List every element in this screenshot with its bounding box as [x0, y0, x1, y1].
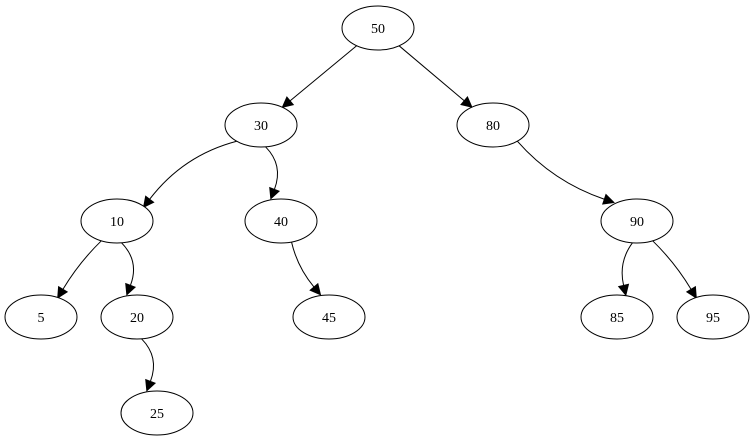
tree-edge — [398, 45, 465, 102]
tree-node-40: 40 — [244, 198, 318, 244]
tree-edge — [516, 140, 605, 200]
tree-node-25: 25 — [120, 390, 194, 436]
arrowhead-icon — [309, 282, 322, 296]
arrowhead-icon — [269, 186, 281, 200]
edges-layer — [57, 45, 697, 392]
tree-edge — [265, 146, 279, 190]
node-label: 90 — [630, 215, 644, 230]
tree-node-45: 45 — [292, 294, 366, 340]
tree-node-20: 20 — [100, 294, 174, 340]
tree-node-90: 90 — [600, 198, 674, 244]
arrowhead-icon — [602, 193, 615, 205]
tree-node-10: 10 — [80, 198, 154, 244]
tree-edge — [652, 240, 692, 290]
tree-node-85: 85 — [580, 294, 654, 340]
tree-edge — [62, 240, 102, 290]
node-label: 20 — [130, 311, 144, 326]
tree-edge — [149, 140, 237, 200]
tree-node-95: 95 — [676, 294, 750, 340]
node-label: 30 — [254, 119, 268, 134]
node-label: 50 — [371, 22, 385, 37]
arrowhead-icon — [145, 378, 157, 392]
node-label: 80 — [486, 119, 500, 134]
nodes-layer: 50 30 80 10 40 90 5 20 — [4, 5, 750, 436]
tree-edge — [141, 338, 155, 382]
arrowhead-icon — [142, 195, 155, 209]
tree-node-50: 50 — [341, 5, 415, 51]
node-label: 95 — [706, 311, 720, 326]
arrowhead-icon — [460, 95, 473, 108]
node-label: 85 — [610, 311, 624, 326]
node-label: 5 — [38, 311, 45, 326]
arrowhead-icon — [685, 285, 697, 299]
tree-edge — [291, 241, 315, 288]
node-label: 10 — [110, 215, 124, 230]
node-label: 25 — [150, 407, 164, 422]
node-label: 45 — [322, 311, 336, 326]
arrowhead-icon — [125, 282, 137, 296]
arrowhead-icon — [57, 285, 69, 299]
tree-edge — [621, 242, 633, 286]
tree-node-5: 5 — [4, 294, 78, 340]
tree-edge — [121, 242, 135, 286]
arrowhead-icon — [617, 283, 630, 297]
tree-node-80: 80 — [456, 102, 530, 148]
tree-edge — [289, 45, 357, 102]
arrowhead-icon — [281, 96, 295, 109]
node-label: 40 — [274, 215, 288, 230]
tree-node-30: 30 — [224, 102, 298, 148]
